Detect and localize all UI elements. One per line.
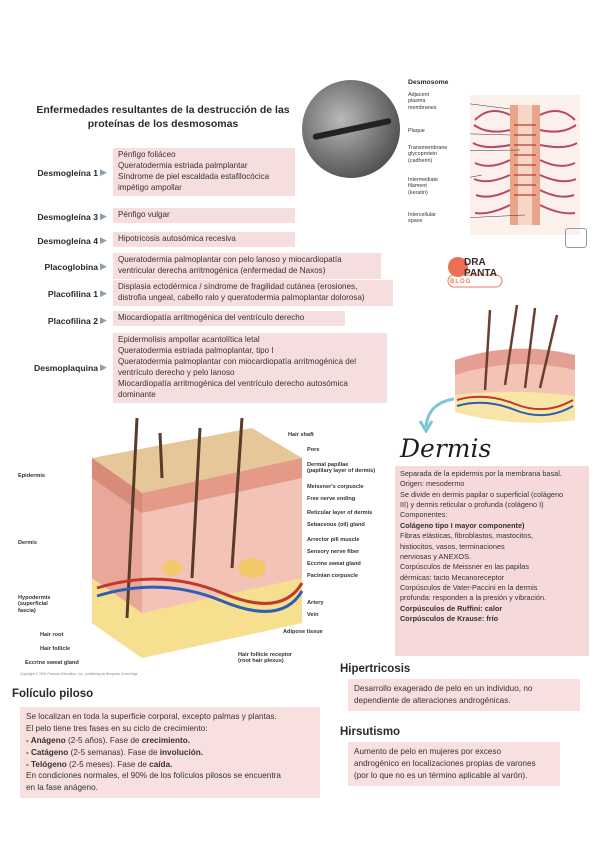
disease-box: Epidermolisis ampollar acantolítica leta… (113, 333, 387, 403)
skin-label: Artery (307, 600, 324, 606)
skin-label: Eccrine sweat gland (25, 660, 79, 666)
desmosome-label: Intermediate filament (keratin) (408, 177, 438, 196)
image-copyright: Copyright © 2004 Pearson Education, Inc.… (20, 672, 139, 676)
skin-label: Vein (307, 612, 319, 618)
skin-label: Sebaceous (oil) gland (307, 522, 365, 528)
desmosome-diagram (470, 95, 580, 235)
foliculo-box: Se localizan en toda la superficie corpo… (20, 707, 320, 799)
page-title: Enfermedades resultantes de la destrucci… (36, 104, 290, 130)
arrow-icon: ▶ (100, 315, 107, 325)
desmosome-label: Plaque (408, 128, 425, 134)
disease-box: Pénfigo foliáceo Queratodermia estriada … (113, 148, 295, 196)
disease-box: Miocardiopatía arritmogénica del ventríc… (113, 311, 345, 326)
skin-label: Hair follicle receptor (root hair plexus… (238, 652, 293, 665)
logo-subtext: BLOG (450, 279, 472, 285)
hirsutismo-title: Hirsutismo (340, 726, 401, 738)
hipertricosis-box: Desarrollo exagerado de pelo en un indiv… (348, 679, 580, 711)
desmosome-label: Intercellular space (408, 212, 436, 225)
skin-label: Eccrine sweat gland (307, 561, 361, 567)
hirsutismo-box: Aumento de pelo en mujeres por exceso an… (348, 742, 560, 786)
skin-label: Epidermis (18, 473, 46, 479)
skin-label: Adipose tissue (283, 629, 323, 635)
skin-label: Dermal papillae (papillary layer of derm… (307, 462, 376, 475)
skin-label: Reticular layer of dermis (307, 510, 373, 516)
desmosome-micrograph (302, 80, 400, 178)
skin-label: Dermis (18, 540, 37, 546)
desmosome-label: Transmembrane glycoprotein (cadherin) (408, 145, 448, 164)
arrow-icon: ▶ (100, 261, 107, 271)
camera-icon (565, 228, 587, 248)
arrow-icon: ▶ (100, 167, 107, 177)
disease-box: Queratodermia palmoplantar con pelo lano… (113, 253, 381, 279)
disease-box: Hipotricosis autosómica recesiva (113, 232, 295, 247)
desmosome-label: Adjacent plasma membranes (408, 92, 437, 111)
arrow-icon: ▶ (100, 362, 107, 372)
arrow-icon: ▶ (100, 288, 107, 298)
skin-label: Hair shaft (288, 432, 314, 438)
skin-label: Hair root (40, 632, 64, 638)
skin-cross-section (92, 418, 304, 658)
dermis-box: Separada de la epidermis por la membrana… (395, 466, 589, 656)
arrow-icon: ▶ (100, 211, 107, 221)
skin-label: Free nerve ending (307, 496, 356, 502)
disease-box: Pénfigo vulgar (113, 208, 295, 223)
desmosome-title: Desmosome (408, 79, 449, 86)
skin-illustration-small (455, 304, 575, 423)
arrow-icon: ▶ (100, 235, 107, 245)
skin-label: Hair follicle (40, 646, 71, 652)
protein-label-placoglobina: Placoglobina (44, 262, 98, 272)
skin-label: Hypodermis (superficial fascia) (18, 595, 51, 614)
disease-box: Displasia ectodérmica / síndrome de frag… (113, 280, 393, 306)
skin-label: Pacinian corpuscle (307, 573, 358, 579)
foliculo-title: Folículo piloso (12, 688, 94, 700)
protein-label-desmoplaquina: Desmoplaquina (34, 363, 98, 373)
skin-label: Meissner's corpuscle (307, 484, 364, 490)
protein-label-desmogleina-4: Desmogleína 4 (37, 236, 98, 246)
protein-label-desmogleina-3: Desmogleína 3 (37, 212, 98, 222)
protein-label-placofilina-2: Placofilina 2 (47, 316, 98, 326)
dermis-title: Dermis (400, 434, 492, 463)
hipertricosis-title: Hipertricosis (340, 663, 411, 675)
skin-label: Sensory nerve fiber (307, 549, 360, 555)
logo-emblem (447, 257, 503, 288)
protein-label-placofilina-1: Placofilina 1 (47, 289, 98, 299)
skin-label: Pore (307, 447, 320, 453)
skin-label: Arrector pili muscle (307, 537, 360, 543)
arrow-icon (418, 397, 455, 433)
protein-label-desmogleina-1: Desmogleína 1 (37, 168, 98, 178)
